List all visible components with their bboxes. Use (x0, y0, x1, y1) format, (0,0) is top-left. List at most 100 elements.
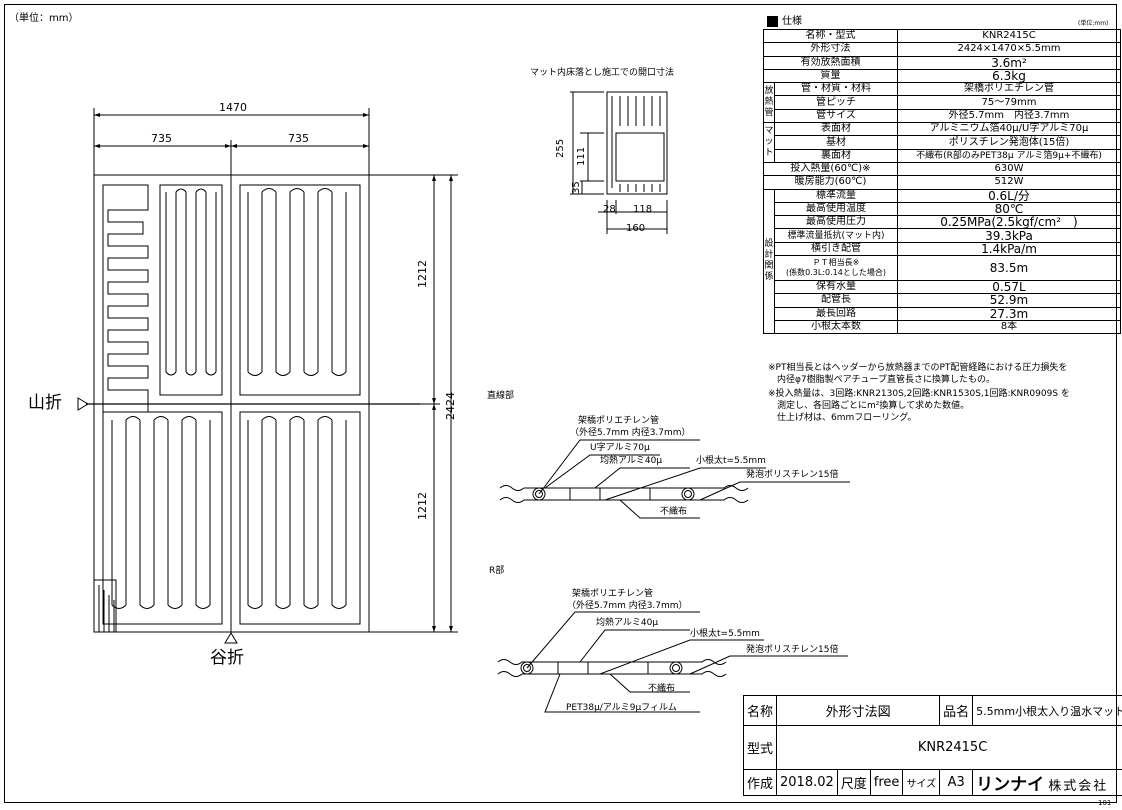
opening-dim-118: 118 (633, 204, 653, 215)
spec-note-2: ※投入熱量は、3回路:KNR2130S,2回路:KNR1530S,1回路:KNR… (768, 389, 1070, 423)
spec-value: 0.6L/分 (897, 188, 1121, 203)
valley-fold-mark (224, 632, 238, 644)
valley-fold-label: 谷折 (210, 648, 244, 668)
spec-value: 架橋ポリエチレン管 (897, 82, 1121, 97)
dim-width-right: 735 (288, 132, 309, 145)
r-label-nonwoven: 不織布 (648, 684, 676, 694)
scale-label: 尺度 (836, 769, 871, 796)
opening-title: マット内床落とし施工での開口寸法 (530, 68, 675, 78)
table-row: 投入熱量(60℃)※630W (763, 161, 1121, 177)
opening-dim-28: 28 (603, 204, 616, 215)
dim-height-bottom: 1212 (416, 492, 429, 520)
unit-label: （単位：mm） (9, 13, 79, 24)
r-label-pipe-size: （外径5.7mm 内径3.7mm） (567, 601, 688, 611)
drawing-frame (4, 4, 1117, 803)
spec-value: 0.57L (897, 280, 1121, 295)
spec-value: 630W (897, 161, 1121, 177)
spec-key: 最高使用圧力 (774, 215, 898, 230)
mountain-fold-mark (77, 397, 89, 411)
spec-key: ＰＴ相当長※ (係数0.3L:0.14とした場合) (774, 255, 898, 282)
size-label: サイズ (902, 769, 941, 796)
spec-key: 基材 (774, 135, 898, 150)
spec-group-design: 設計関係 (763, 188, 775, 335)
spec-value: 6.3kg (897, 68, 1121, 84)
title-block: 名称 外形寸法図 品名 5.5mm小根太入り温水マット 型式 KNR2415C … (742, 695, 1122, 796)
product-label: 品名 (939, 695, 974, 726)
model-value: KNR2415C (776, 725, 1122, 770)
table-row: 裏面材不織布(R部のみPET38μ アルミ箔9μ+不織布) (764, 148, 1121, 163)
r-label-pet: PET38μ/アルミ9μフィルム (566, 703, 677, 713)
spec-value: 512W (897, 175, 1121, 190)
spec-key: 裏面材 (774, 148, 898, 163)
spec-key: 保有水量 (774, 280, 898, 295)
straight-label-pipe-size: （外径5.7mm 内径3.7mm） (570, 428, 691, 438)
doc-number: 101 (1098, 799, 1112, 807)
spec-key: 管サイズ (774, 108, 898, 124)
spec-value: 8本 (897, 319, 1121, 335)
straight-label-foam: 発泡ポリスチレン15倍 (746, 470, 839, 480)
straight-label-pipe: 架橋ポリエチレン管 (578, 416, 660, 426)
spec-value: 0.25MPa(2.5kgf/cm² ) (897, 215, 1121, 230)
spec-key: 表面材 (774, 122, 898, 137)
dim-height-total: 2424 (444, 392, 457, 420)
spec-value: 80℃ (897, 201, 1121, 217)
straight-label-u-aluminum: U字アルミ70μ (590, 443, 650, 453)
spec-key: 名称・型式 (763, 28, 898, 44)
spec-key: 投入熱量(60℃)※ (763, 161, 898, 177)
spec-key: 外形寸法 (763, 42, 898, 57)
spec-key: 有効放熱面積 (763, 55, 898, 70)
table-row: 基材ポリスチレン発泡体(15倍) (764, 135, 1121, 150)
made-label: 作成 (742, 769, 778, 796)
spec-key: 管・材質・材料 (774, 82, 898, 97)
straight-label-joist: 小根太t=5.5mm (696, 456, 766, 466)
table-row: ＰＴ相当長※ (係数0.3L:0.14とした場合)83.5m (764, 255, 1121, 282)
spec-key: 暖房能力(60℃) (763, 175, 898, 190)
table-row: マット表面材アルミニウム箔40μ/U字アルミ70μ (763, 122, 1121, 163)
scale-value: free (869, 769, 904, 796)
opening-dim-255: 255 (555, 138, 566, 158)
r-label-foam: 発泡ポリスチレン15倍 (746, 645, 839, 655)
spec-value: 39.3kPa (897, 228, 1121, 243)
spec-value: 不織布(R部のみPET38μ アルミ箔9μ+不織布) (897, 148, 1121, 163)
spec-header: 仕様 (782, 16, 802, 27)
spec-value: 2424×1470×5.5mm (897, 42, 1121, 57)
spec-value: 27.3m (897, 306, 1121, 321)
straight-label-aluminum: 均熱アルミ40μ (600, 456, 663, 466)
opening-dim-160: 160 (626, 223, 646, 234)
table-row: 管サイズ外径5.7mm 内径3.7mm (764, 108, 1121, 124)
name-label: 名称 (742, 695, 778, 726)
spec-key: 質量 (763, 68, 898, 84)
spec-key: 横引き配管 (774, 241, 898, 257)
spec-value: 75～79mm (897, 95, 1121, 110)
table-row: 暖房能力(60℃)512W (763, 175, 1121, 190)
spec-value: アルミニウム箔40μ/U字アルミ70μ (897, 122, 1121, 137)
spec-value: 外径5.7mm 内径3.7mm (897, 108, 1121, 124)
model-label: 型式 (742, 725, 778, 770)
dim-width-left: 735 (151, 132, 172, 145)
dim-height-top: 1212 (416, 260, 429, 288)
spec-key: 標準流量抵抗(マット内) (774, 228, 898, 243)
company-suffix: 株式会社 (1048, 779, 1109, 794)
r-label-aluminum: 均熱アルミ40μ (596, 618, 659, 628)
straight-label-nonwoven: 不織布 (660, 507, 688, 517)
dim-width-total: 1470 (219, 101, 247, 114)
spec-value: 83.5m (897, 255, 1121, 282)
name-value: 外形寸法図 (776, 695, 941, 726)
spec-value: KNR2415C (897, 28, 1121, 44)
spec-key: 最長回路 (774, 306, 898, 321)
spec-value: 52.9m (897, 293, 1121, 308)
spec-value: 3.6m² (897, 55, 1121, 70)
